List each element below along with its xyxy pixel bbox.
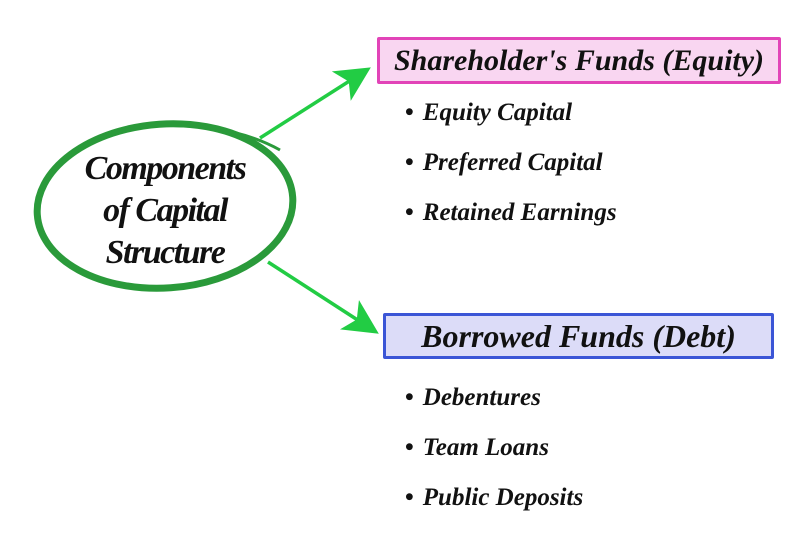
- debt-box: Borrowed Funds (Debt): [383, 313, 774, 359]
- list-item: Preferred Capital: [405, 148, 617, 198]
- list-item: Retained Earnings: [405, 198, 617, 248]
- center-title-line: Structure: [105, 234, 226, 271]
- list-item: Team Loans: [405, 433, 583, 483]
- equity-list: Equity Capital Preferred Capital Retaine…: [405, 98, 617, 248]
- center-title-line: Components: [84, 150, 247, 187]
- center-title: Components of Capital Structure: [40, 148, 290, 274]
- list-item: Debentures: [405, 383, 583, 433]
- debt-list: Debentures Team Loans Public Deposits: [405, 383, 583, 533]
- arrow-to-debt: [267, 260, 379, 334]
- equity-box: Shareholder's Funds (Equity): [377, 37, 781, 84]
- arrow-to-equity: [259, 67, 371, 140]
- list-item: Equity Capital: [405, 98, 617, 148]
- center-ellipse: [33, 120, 297, 292]
- list-item: Public Deposits: [405, 483, 583, 533]
- center-title-line: of Capital: [103, 192, 228, 229]
